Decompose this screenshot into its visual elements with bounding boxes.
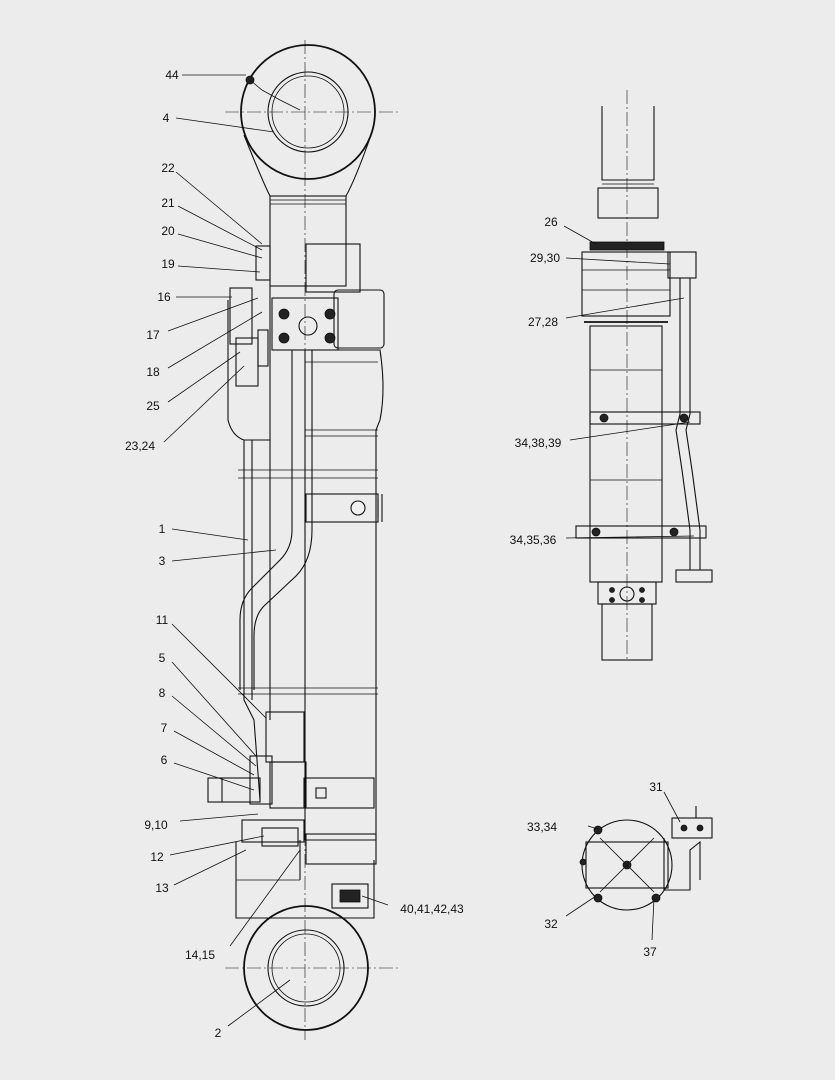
callout-27-28: 27,28: [528, 315, 558, 329]
callout-3: 3: [159, 554, 166, 568]
callout-29-30: 29,30: [530, 251, 560, 265]
callout-32: 32: [544, 917, 558, 931]
callout-22: 22: [161, 161, 175, 175]
callout-14-15: 14,15: [185, 948, 215, 962]
callout-34-38-39: 34,38,39: [515, 436, 562, 450]
callout-17: 17: [146, 328, 160, 342]
callout-20: 20: [161, 224, 175, 238]
callout-13: 13: [155, 881, 169, 895]
main-cylinder-assembly: [207, 40, 400, 1040]
callout-16: 16: [157, 290, 171, 304]
left-mounting-block: [227, 245, 271, 441]
callout-31: 31: [649, 780, 663, 794]
hydraulic-pipes: [239, 350, 313, 801]
callout-5: 5: [159, 651, 166, 665]
callout-7: 7: [161, 721, 168, 735]
callout-4: 4: [163, 111, 170, 125]
callout-44: 44: [165, 68, 179, 82]
callout-37: 37: [643, 945, 657, 959]
pipe-clamp: [305, 493, 383, 523]
callout-18: 18: [146, 365, 160, 379]
callout-25: 25: [146, 399, 160, 413]
callout-33-34: 33,34: [527, 820, 557, 834]
cylinder-barrel: [238, 286, 384, 841]
bottom-eye: [243, 905, 369, 1031]
piston-rod: [269, 195, 347, 287]
callout-11: 11: [156, 613, 169, 627]
callout-23-24: 23,24: [125, 439, 155, 453]
callout-40-43: 40,41,42,43: [400, 902, 464, 916]
callout-labels: 444222120191617182523,24131158769,101213…: [125, 68, 663, 1040]
callout-21: 21: [161, 196, 175, 210]
callout-9-10: 9,10: [144, 818, 168, 832]
cylinder-base: [235, 819, 377, 919]
leader-lines: [163, 74, 695, 1027]
end-view-assembly: [579, 806, 713, 911]
callout-1: 1: [159, 522, 166, 536]
top-rod-eye: [240, 44, 376, 197]
callout-34-35-36: 34,35,36: [510, 533, 557, 547]
callout-19: 19: [161, 257, 175, 271]
callout-2: 2: [215, 1026, 222, 1040]
callout-8: 8: [159, 686, 166, 700]
callout-6: 6: [161, 753, 168, 767]
cylinder-head: [271, 243, 385, 351]
side-view-assembly: [575, 90, 713, 661]
callout-26: 26: [544, 215, 558, 229]
callout-12: 12: [150, 850, 164, 864]
lower-valve-block: [207, 711, 375, 809]
